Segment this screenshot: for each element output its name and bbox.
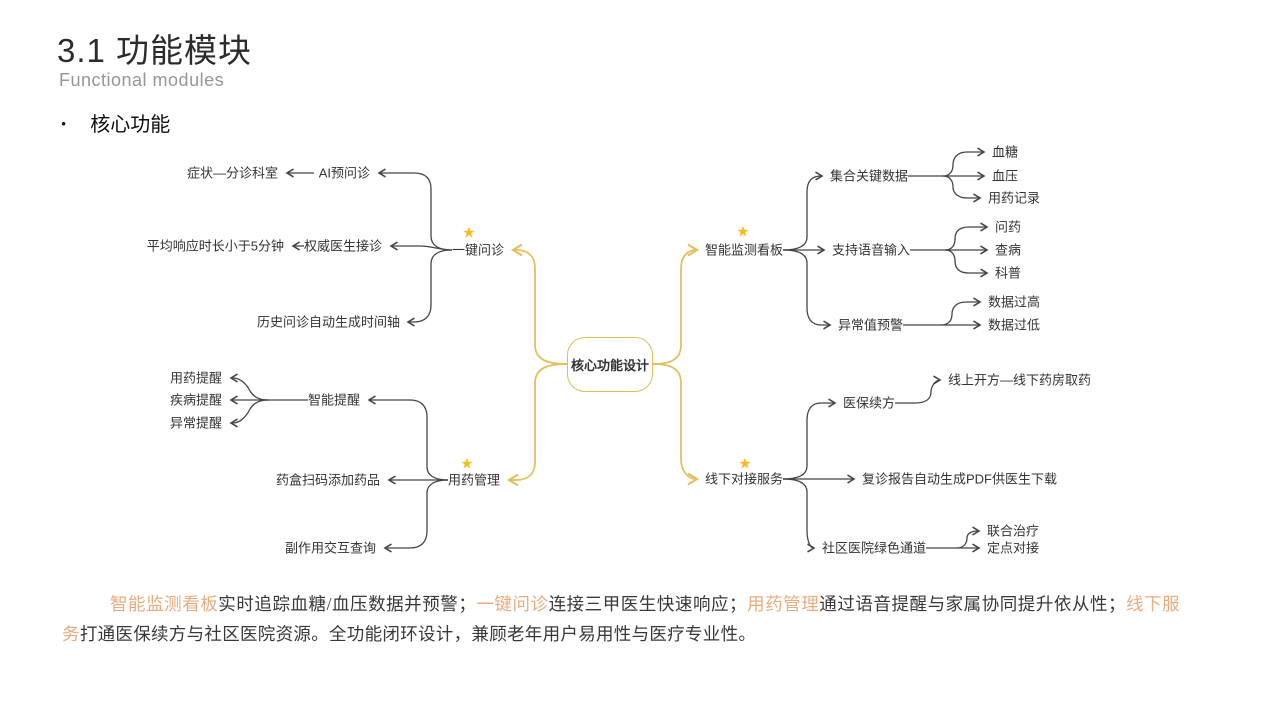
page-title: 3.1 功能模块: [57, 32, 253, 69]
node-ai-pre-consult: AI预问诊: [318, 165, 370, 181]
node-scan-add-medicine: 药盒扫码添加药品: [275, 472, 380, 488]
node-smart-monitor-dashboard: 智能监测看板: [705, 242, 784, 258]
bullet-label: 核心功能: [90, 114, 171, 136]
node-medication-reminder: 用药提醒: [169, 370, 222, 386]
node-joint-treatment: 联合治疗: [987, 523, 1040, 539]
summary-text: 通过语音提醒与家属协同提升依从性；: [819, 594, 1126, 614]
node-voice-input: 支持语音输入: [832, 242, 911, 258]
node-disease-reminder: 疾病提醒: [169, 392, 222, 408]
node-abnormal-alert: 异常值预警: [838, 317, 904, 333]
node-health-science: 科普: [995, 265, 1022, 281]
summary-text: 打通医保续方与社区医院资源。全功能闭环设计，兼顾老年用户易用性与医疗专业性。: [79, 623, 757, 644]
node-blood-pressure: 血压: [992, 168, 1019, 184]
node-key-data: 集合关键数据: [830, 168, 909, 184]
node-fixed-point-docking: 定点对接: [987, 540, 1040, 556]
node-side-effect-query: 副作用交互查询: [284, 540, 376, 556]
highlight-medication-management: 用药管理: [746, 594, 820, 614]
summary-text: 连接三甲医生快速响应；: [548, 594, 747, 614]
bullet-item: • 核心功能: [61, 108, 170, 137]
star-icon: ★: [736, 223, 750, 241]
summary-text: 实时追踪血糖/血压数据并预警；: [218, 594, 477, 614]
node-ask-medicine: 问药: [995, 219, 1022, 235]
node-medication-management: 用药管理: [447, 472, 500, 488]
node-one-click-consult: 一键问诊: [451, 242, 504, 258]
star-icon: ★: [460, 455, 474, 473]
page-subtitle: Functional modules: [59, 70, 225, 90]
node-offline-service: 线下对接服务: [705, 471, 784, 487]
node-community-hospital: 社区医院绿色通道: [822, 540, 927, 556]
node-data-too-low: 数据过低: [988, 317, 1041, 333]
node-smart-reminder: 智能提醒: [307, 392, 360, 408]
highlight-offline-service: 线下服务: [62, 594, 1180, 644]
node-symptom-triage: 症状—分诊科室: [186, 165, 278, 181]
node-insurance-renewal: 医保续方: [843, 395, 896, 411]
node-blood-sugar: 血糖: [992, 144, 1019, 160]
node-medication-record: 用药记录: [988, 190, 1041, 206]
node-avg-response-time: 平均响应时长小于5分钟: [146, 238, 284, 254]
star-icon: ★: [738, 455, 752, 473]
node-check-disease: 查病: [995, 242, 1022, 258]
node-online-prescription: 线上开方—线下药房取药: [948, 372, 1092, 388]
star-icon: ★: [462, 224, 476, 242]
node-history-timeline: 历史问诊自动生成时间轴: [256, 314, 400, 330]
highlight-dashboard: 智能监测看板: [110, 594, 219, 614]
node-authoritative-doctor: 权威医生接诊: [303, 238, 382, 254]
node-report-pdf: 复诊报告自动生成PDF供医生下载: [862, 471, 1058, 487]
summary-paragraph: 智能监测看板实时追踪血糖/血压数据并预警；一键问诊连接三甲医生快速响应；用药管理…: [62, 590, 1180, 649]
highlight-one-click-consult: 一键问诊: [476, 594, 549, 614]
bullet-dot-icon: •: [61, 117, 67, 133]
node-data-too-high: 数据过高: [988, 294, 1041, 310]
node-abnormal-reminder: 异常提醒: [169, 415, 222, 431]
mindmap-center-node: 核心功能设计: [567, 337, 653, 392]
